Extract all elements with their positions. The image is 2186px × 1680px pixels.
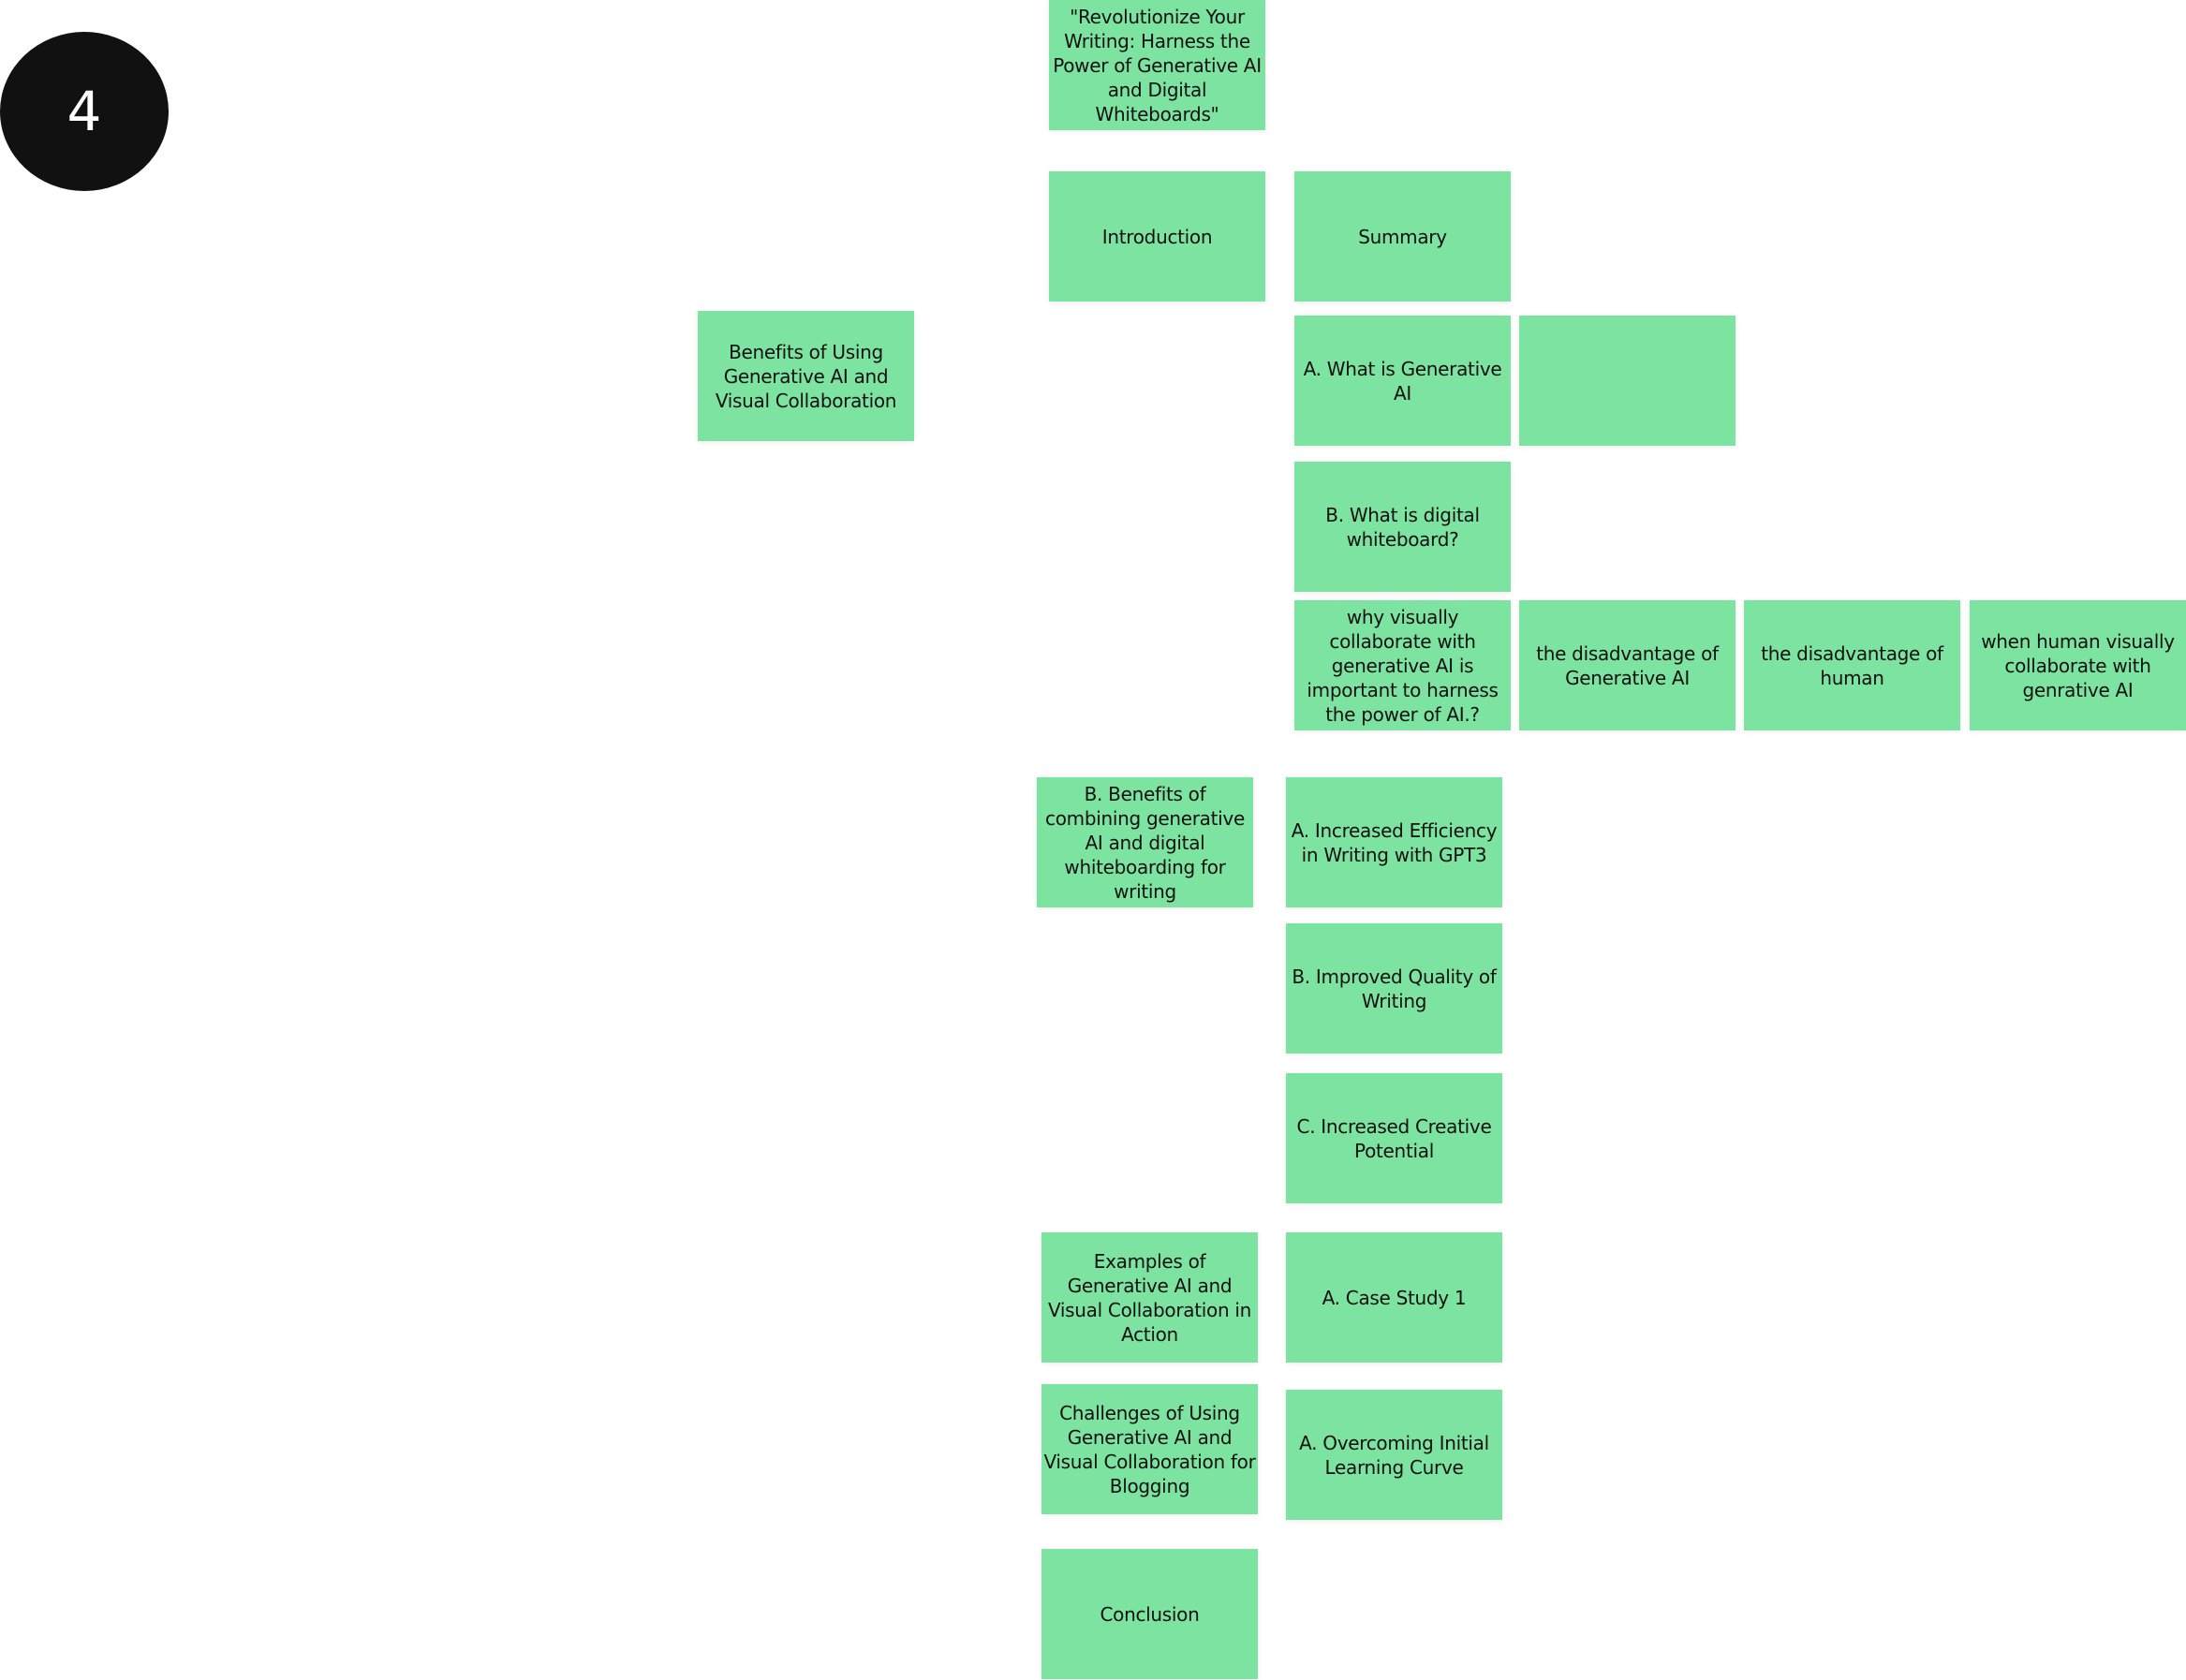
sticky-note-text: Challenges of Using Generative AI and Vi… [1043,1401,1256,1497]
sticky-note-text: A. Case Study 1 [1322,1286,1467,1309]
sticky-note-creative-potential[interactable]: C. Increased Creative Potential [1286,1073,1502,1203]
sticky-note-text: Summary [1358,225,1447,248]
sticky-note-text: Introduction [1101,225,1213,248]
sticky-note-title[interactable]: "Revolutionize Your Writing: Harness the… [1049,0,1265,130]
step-number-label: 4 [66,80,102,143]
sticky-note-conclusion[interactable]: Conclusion [1041,1549,1258,1679]
sticky-note-disadvantage-generative-ai[interactable]: the disadvantage of Generative AI [1519,600,1736,730]
sticky-note-challenges[interactable]: Challenges of Using Generative AI and Vi… [1041,1384,1258,1514]
sticky-note-human-collaborate-ai[interactable]: when human visually collaborate with gen… [1970,600,2186,730]
sticky-note-what-is-digital-whiteboard[interactable]: B. What is digital whiteboard? [1294,462,1511,592]
sticky-note-text: Conclusion [1100,1602,1200,1626]
sticky-note-text: Examples of Generative AI and Visual Col… [1047,1249,1252,1346]
sticky-note-text: Benefits of Using Generative AI and Visu… [715,340,897,412]
step-number-badge: 4 [0,32,169,191]
sticky-note-empty[interactable] [1519,316,1736,446]
sticky-note-why-visually-collaborate[interactable]: why visually collaborate with generative… [1294,600,1511,730]
sticky-note-text: why visually collaborate with generative… [1307,605,1499,726]
sticky-note-text: A. Overcoming Initial Learning Curve [1299,1431,1489,1479]
sticky-note-introduction[interactable]: Introduction [1049,171,1265,302]
sticky-note-disadvantage-human[interactable]: the disadvantage of human [1744,600,1960,730]
sticky-note-text: B. Benefits of combining generative AI a… [1045,782,1245,903]
sticky-note-what-is-generative-ai[interactable]: A. What is Generative AI [1294,316,1511,446]
sticky-note-text: A. Increased Efficiency in Writing with … [1291,818,1498,866]
sticky-note-increased-efficiency[interactable]: A. Increased Efficiency in Writing with … [1286,777,1502,907]
sticky-note-learning-curve[interactable]: A. Overcoming Initial Learning Curve [1286,1390,1502,1520]
sticky-note-text: the disadvantage of human [1761,641,1943,689]
sticky-note-text: A. What is Generative AI [1303,357,1502,405]
sticky-note-text: "Revolutionize Your Writing: Harness the… [1053,5,1262,125]
sticky-note-text: the disadvantage of Generative AI [1536,641,1719,689]
sticky-note-text: B. Improved Quality of Writing [1292,965,1497,1012]
sticky-note-examples-in-action[interactable]: Examples of Generative AI and Visual Col… [1041,1232,1258,1363]
sticky-note-case-study-1[interactable]: A. Case Study 1 [1286,1232,1502,1363]
sticky-note-text: C. Increased Creative Potential [1296,1114,1492,1162]
sticky-note-benefits-visual-collaboration[interactable]: Benefits of Using Generative AI and Visu… [698,311,914,441]
sticky-note-benefits-combining[interactable]: B. Benefits of combining generative AI a… [1037,777,1253,907]
sticky-note-text: B. What is digital whiteboard? [1325,503,1480,551]
sticky-note-improved-quality[interactable]: B. Improved Quality of Writing [1286,923,1502,1054]
sticky-note-text: when human visually collaborate with gen… [1981,629,2175,701]
sticky-note-summary[interactable]: Summary [1294,171,1511,302]
